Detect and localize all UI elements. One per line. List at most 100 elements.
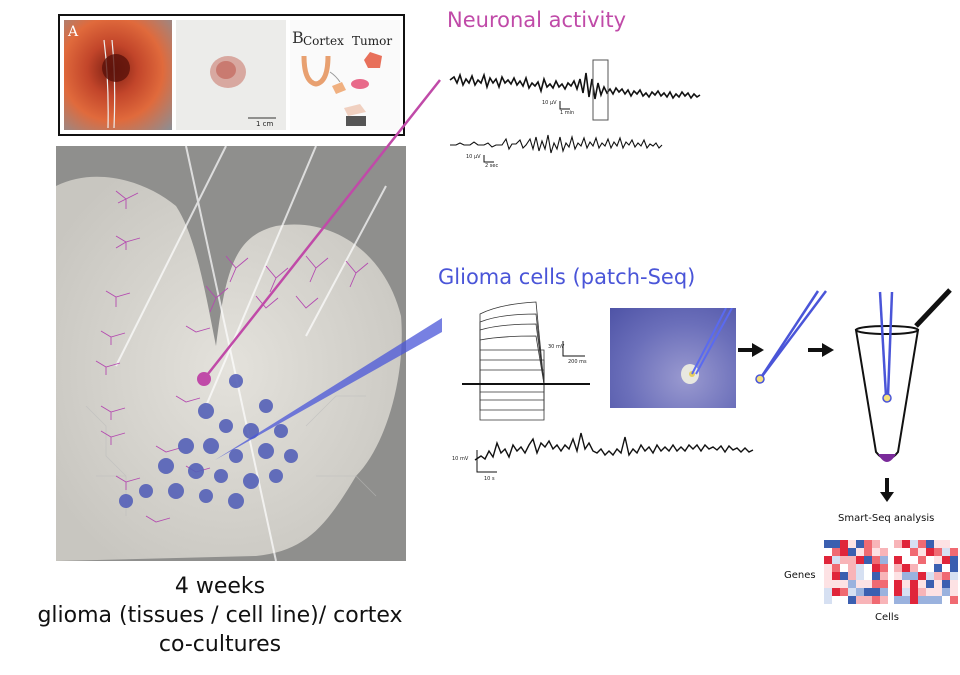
heatmap-cell	[872, 580, 880, 588]
heatmap-cell	[872, 588, 880, 596]
heatmap-cell	[950, 548, 958, 556]
heatmap-cell	[950, 588, 958, 596]
scale-bar-label: 1 cm	[256, 120, 274, 128]
heatmap-cell	[926, 588, 934, 596]
heatmap-cell	[832, 540, 840, 548]
heatmap-cell	[856, 556, 864, 564]
heatmap-cell	[950, 596, 958, 604]
panel-a-letter: A	[68, 24, 79, 40]
heatmap-cell	[902, 572, 910, 580]
heatmap-cell	[848, 556, 856, 564]
cortex-label: Cortex	[303, 34, 344, 48]
pink-electrode-tip	[197, 372, 211, 386]
heatmap-cell	[864, 556, 872, 564]
heatmap-cell	[864, 588, 872, 596]
heatmap-cell	[856, 588, 864, 596]
bottom-trace-scale: 10 µV	[466, 154, 481, 160]
heatmap-cell	[926, 564, 934, 572]
heatmap-cell	[902, 596, 910, 604]
heatmap-cell	[934, 540, 942, 548]
heatmap-cell	[856, 564, 864, 572]
heatmap-cell	[840, 596, 848, 604]
heatmap-cell	[848, 564, 856, 572]
heatmap-cell	[848, 548, 856, 556]
neuronal-trace-bottom	[450, 134, 663, 154]
heatmap-cell	[918, 556, 926, 564]
heatmap-cell	[902, 564, 910, 572]
steps-time: 200 ms	[568, 359, 587, 365]
heatmap-cell	[880, 588, 888, 596]
schematic-drawing	[301, 52, 382, 126]
heatmap-cell	[942, 588, 950, 596]
tumor-label: Tumor	[352, 34, 393, 48]
heatmap-cell	[894, 596, 902, 604]
electrode-grid	[85, 395, 377, 516]
heatmap-cell	[824, 588, 832, 596]
heatmap-cell	[864, 564, 872, 572]
heatmap-cell	[872, 596, 880, 604]
heatmap-cell	[918, 572, 926, 580]
heatmap-cell	[942, 540, 950, 548]
heatmap-cell	[934, 572, 942, 580]
heatmap-right	[894, 540, 958, 604]
neuronal-activity-title: Neuronal activity	[447, 8, 627, 32]
spont-time: 10 s	[484, 476, 495, 482]
heatmap-cell	[872, 572, 880, 580]
heatmap-cell	[832, 596, 840, 604]
schematic-panel: B Cortex Tumor	[290, 20, 400, 130]
heatmap-cell	[894, 564, 902, 572]
heatmap-cell	[910, 572, 918, 580]
heatmap-cell	[840, 572, 848, 580]
blue-pipette-beam	[215, 318, 442, 460]
heatmap-cell	[824, 540, 832, 548]
heatmap-cell	[934, 596, 942, 604]
heatmap-cell	[894, 556, 902, 564]
heatmap-cell	[950, 564, 958, 572]
heatmap-cell	[864, 548, 872, 556]
heatmap-cell	[848, 596, 856, 604]
pink-electrode-line	[203, 79, 441, 380]
heatmap-cell	[824, 564, 832, 572]
patch-micrograph	[610, 307, 736, 408]
heatmap-cell	[926, 572, 934, 580]
heatmap-cell	[902, 540, 910, 548]
heatmap-cell	[934, 588, 942, 596]
heatmap-cell	[918, 596, 926, 604]
heatmap-cell	[894, 540, 902, 548]
heatmap-cell	[832, 564, 840, 572]
heatmap-cell	[824, 572, 832, 580]
genes-label: Genes	[784, 570, 816, 581]
panel-b-letter: B	[292, 28, 304, 47]
heatmap-cell	[934, 564, 942, 572]
tumor-cell-clusters	[119, 374, 298, 509]
heatmap-cell	[918, 540, 926, 548]
heatmap-cell	[942, 596, 950, 604]
heatmap-cell	[918, 548, 926, 556]
heatmap-cell	[902, 556, 910, 564]
surgery-photo: A	[64, 20, 172, 130]
heatmap-cell	[848, 588, 856, 596]
heatmap-cell	[926, 556, 934, 564]
heatmap-cell	[950, 556, 958, 564]
heatmap-cell	[918, 564, 926, 572]
heatmap-cell	[910, 588, 918, 596]
heatmap-cell	[848, 540, 856, 548]
heatmap-cell	[856, 540, 864, 548]
heatmap-cell	[950, 540, 958, 548]
heatmap-cell	[880, 548, 888, 556]
heatmap-cell	[880, 564, 888, 572]
heatmap-cell	[856, 572, 864, 580]
heatmap-cell	[880, 556, 888, 564]
heatmap-cell	[902, 548, 910, 556]
spont-scale: 10 mV	[452, 456, 469, 462]
heatmap-cell	[824, 548, 832, 556]
heatmap-cell	[872, 564, 880, 572]
top-trace-scale: 10 µV	[542, 100, 557, 106]
heatmap-cell	[840, 564, 848, 572]
heatmap-cell	[824, 596, 832, 604]
steps-scale: 30 mV	[548, 344, 565, 350]
heatmap-cell	[934, 556, 942, 564]
heatmap-cell	[840, 556, 848, 564]
heatmap-cell	[894, 588, 902, 596]
